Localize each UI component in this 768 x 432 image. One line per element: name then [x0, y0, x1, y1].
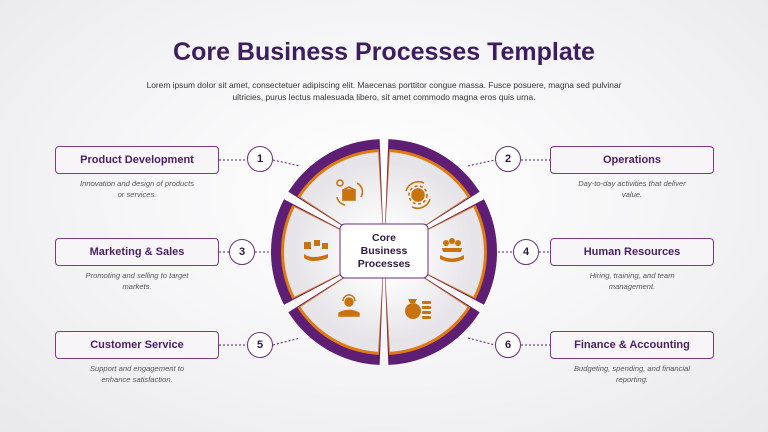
- process-number-4: 4: [513, 239, 539, 265]
- center-line-2: Business: [360, 244, 408, 257]
- subtitle-line-2: ultricies, purus lectus malesuada libero…: [232, 91, 536, 102]
- center-line-3: Processes: [357, 257, 411, 270]
- segment-product-development: [300, 152, 383, 243]
- customer-service-icon: [338, 294, 360, 317]
- process-desc-product-development: Innovation and design of products or ser…: [55, 179, 219, 200]
- wheel-segments: [271, 139, 497, 365]
- process-desc-customer-service: Support and engagement to enhance satisf…: [55, 364, 219, 385]
- page-subtitle: Lorem ipsum dolor sit amet, consectetuer…: [124, 80, 644, 103]
- process-desc-finance-accounting: Budgeting, spending, and financial repor…: [550, 364, 714, 385]
- page-title: Core Business Processes Template: [173, 38, 595, 66]
- center-label: Core Business Processes: [341, 226, 427, 276]
- team-hand-icon: [440, 238, 464, 262]
- process-label-operations: Operations: [550, 146, 714, 174]
- operations-gear-icon: [405, 180, 431, 210]
- desc-line: Promoting and selling to target: [85, 271, 189, 280]
- process-label-finance-accounting: Finance & Accounting: [550, 331, 714, 359]
- process-number-3: 3: [229, 239, 255, 265]
- process-number-6: 6: [495, 332, 521, 358]
- desc-line: Day-to-day activities that deliver: [578, 179, 686, 188]
- connector-lines: [219, 159, 550, 346]
- connector-line: [467, 159, 496, 167]
- process-number-5: 5: [247, 332, 273, 358]
- money-bag-icon: [405, 299, 431, 319]
- desc-line: Hiring, training, and team: [589, 271, 675, 280]
- process-label-product-development: Product Development: [55, 146, 219, 174]
- desc-line: reporting.: [615, 374, 649, 384]
- segment-human-resources: [400, 207, 484, 297]
- process-number-1: 1: [247, 146, 273, 172]
- desc-line: management.: [608, 281, 656, 291]
- connector-line: [272, 337, 301, 346]
- desc-line: enhance satisfaction.: [101, 374, 173, 384]
- connector-line: [272, 159, 301, 167]
- process-number-2: 2: [495, 146, 521, 172]
- process-label-human-resources: Human Resources: [550, 238, 714, 266]
- product-development-icon: [336, 179, 364, 206]
- desc-line: Innovation and design of products: [80, 179, 194, 188]
- center-box: [339, 223, 429, 279]
- connector-line: [467, 337, 496, 346]
- desc-line: Budgeting, spending, and financial: [573, 364, 691, 373]
- desc-line: or services.: [117, 189, 157, 199]
- center-line-1: Core: [372, 231, 396, 244]
- process-label-customer-service: Customer Service: [55, 331, 219, 359]
- marketing-sales-icon: [304, 240, 328, 261]
- process-desc-human-resources: Hiring, training, and team management.: [550, 271, 714, 292]
- process-desc-operations: Day-to-day activities that deliver value…: [550, 179, 714, 200]
- segment-marketing-sales: [284, 207, 368, 297]
- desc-line: markets.: [122, 281, 152, 291]
- process-desc-marketing-sales: Promoting and selling to target markets.: [55, 271, 219, 292]
- segment-customer-service: [300, 261, 383, 352]
- desc-line: value.: [621, 189, 643, 199]
- desc-line: Support and engagement to: [89, 364, 185, 373]
- process-label-marketing-sales: Marketing & Sales: [55, 238, 219, 266]
- subtitle-line-1: Lorem ipsum dolor sit amet, consectetuer…: [146, 80, 622, 90]
